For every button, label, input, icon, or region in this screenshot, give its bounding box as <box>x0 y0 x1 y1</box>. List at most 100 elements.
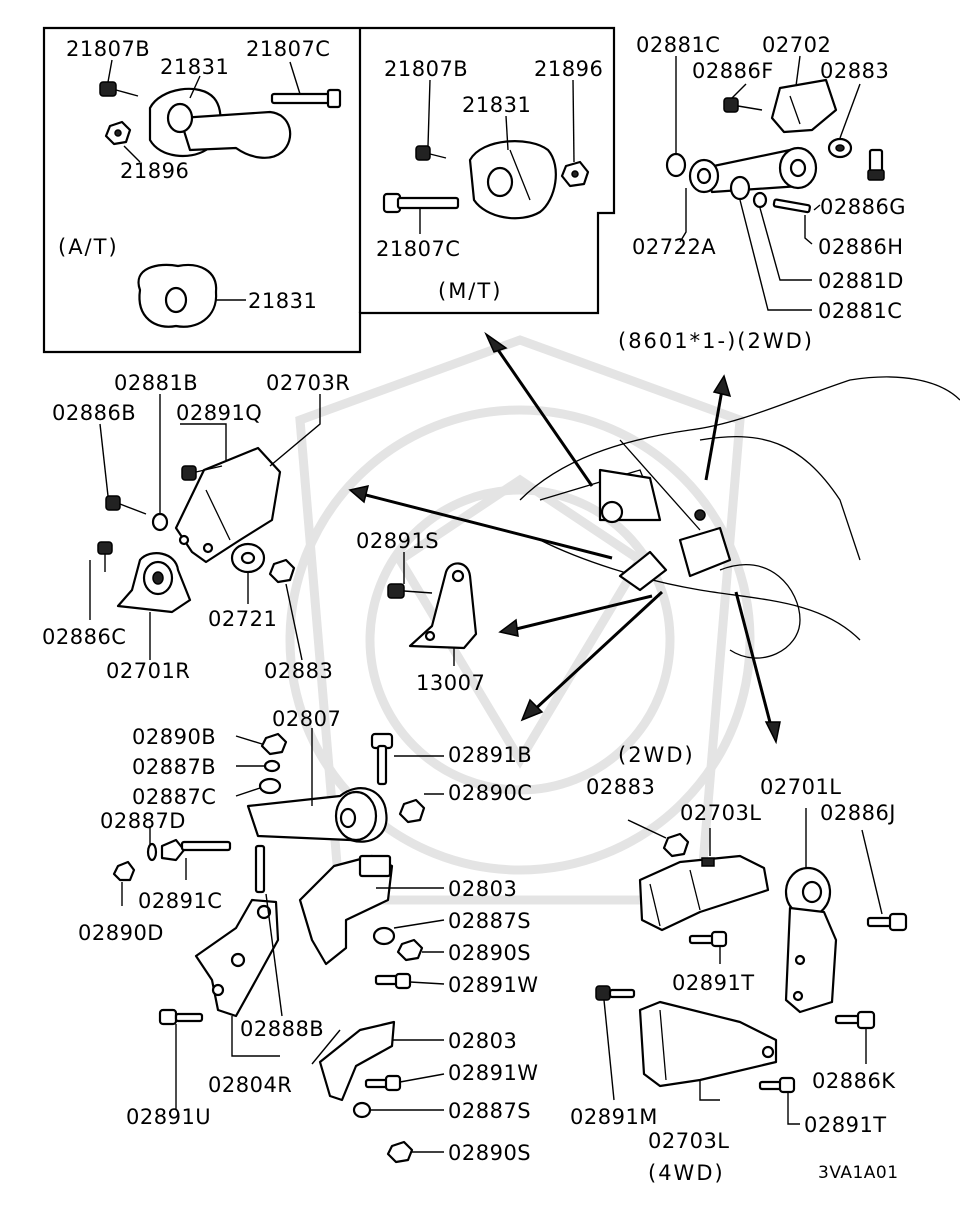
insulator-02701l <box>784 866 838 1014</box>
nut-21896-mt <box>560 160 590 188</box>
washer-02881c <box>665 152 687 178</box>
bracket-02803-b <box>318 1020 396 1102</box>
bolt-21807c-mt <box>382 192 460 214</box>
at-mount-assembly <box>99 59 342 328</box>
bolt-02886k <box>834 1010 876 1030</box>
label-02807: 02807 <box>272 707 341 731</box>
label-21831-mt: 21831 <box>462 93 531 117</box>
insulator-02701r <box>116 552 192 614</box>
nut-02890b <box>260 732 288 756</box>
label-02703r: 02703R <box>266 371 350 395</box>
diagram-code: 3VA1A01 <box>818 1163 899 1183</box>
label-02890s-b: 02890S <box>448 1141 531 1165</box>
bolt-02886f <box>723 97 763 113</box>
label-02881c-upper-b: 02881C <box>818 299 902 323</box>
label-02886j: 02886J <box>820 801 896 825</box>
direction-arrows <box>348 331 781 745</box>
label-02891s: 02891S <box>356 529 439 553</box>
washer-02881c-b <box>729 175 751 201</box>
label-02883-upper: 02883 <box>820 59 889 83</box>
label-21807b-at: 21807B <box>66 37 150 61</box>
insulator-21831-at <box>148 87 292 159</box>
caption-2wd-lower: (2WD) <box>618 743 695 767</box>
bolt-02886h <box>772 198 812 214</box>
washer-02887b <box>263 759 281 773</box>
label-02887d: 02887D <box>100 809 186 833</box>
label-02890b: 02890B <box>132 725 216 749</box>
mt-mount-assembly <box>382 79 590 234</box>
label-02702: 02702 <box>762 33 831 57</box>
nut-02883-right <box>662 832 690 858</box>
label-02881d: 02881D <box>818 269 904 293</box>
caption-4wd: (4WD) <box>648 1161 725 1185</box>
label-02891w: 02891W <box>448 973 539 997</box>
bolt-02886g <box>867 148 885 181</box>
bolt-02891c <box>160 838 232 862</box>
bushing-02722a <box>688 158 720 194</box>
label-02886c: 02886C <box>42 625 126 649</box>
label-02891q: 02891Q <box>176 401 262 425</box>
bolt-21807b-at <box>99 81 139 97</box>
bolt-02886j <box>866 912 908 932</box>
label-02721: 02721 <box>208 607 277 631</box>
washer-02881b <box>151 512 169 532</box>
label-02891m: 02891M <box>570 1105 658 1129</box>
nut-02890s-b <box>386 1140 414 1164</box>
nut-02890c <box>398 798 426 824</box>
bracket-02804r <box>194 898 280 1018</box>
insulator-02807 <box>246 787 388 843</box>
label-02891t: 02891T <box>672 971 755 995</box>
label-02890s: 02890S <box>448 941 531 965</box>
bolt-02891w-b <box>364 1074 402 1092</box>
label-02888b: 02888B <box>240 1017 324 1041</box>
label-02886g: 02886G <box>820 195 906 219</box>
bolt-21807c-at <box>270 88 342 109</box>
label-02891u: 02891U <box>126 1105 211 1129</box>
bolt-02891q <box>181 465 223 481</box>
label-21807c-at: 21807C <box>246 37 330 61</box>
bolt-21807b-mt <box>415 145 447 161</box>
bracket-13007-assembly <box>387 552 478 666</box>
label-13007: 13007 <box>416 671 485 695</box>
bottom-left-mount-assembly <box>112 728 445 1164</box>
label-02887s: 02887S <box>448 909 531 933</box>
label-02703l-2wd: 02703L <box>680 801 762 825</box>
left-mount-assembly <box>89 394 321 661</box>
label-21807b-mt: 21807B <box>384 57 468 81</box>
bracket-02703l-2wd <box>638 854 770 932</box>
label-02890d: 02890D <box>78 921 164 945</box>
label-02886k: 02886K <box>812 1069 896 1093</box>
nut-02890d <box>112 860 136 882</box>
bolt-02891b <box>370 732 394 786</box>
washer-02721 <box>230 542 266 574</box>
label-02887b: 02887B <box>132 755 216 779</box>
bolt-02891t <box>688 930 728 948</box>
label-02891c: 02891C <box>138 889 222 913</box>
bolt-02891s <box>387 583 433 599</box>
washer-02887s <box>372 926 396 946</box>
bracket-02702 <box>770 78 838 134</box>
label-02890c: 02890C <box>448 781 532 805</box>
label-02891w-b: 02891W <box>448 1061 539 1085</box>
label-02701r: 02701R <box>106 659 190 683</box>
label-02881c-upper: 02881C <box>636 33 720 57</box>
label-02804r: 02804R <box>208 1073 292 1097</box>
rod-insulator <box>702 146 818 194</box>
washer-02881d <box>752 191 768 209</box>
upper-right-mount-assembly <box>665 55 885 311</box>
bracket-02703r <box>174 446 282 564</box>
bolt-02886b <box>105 495 147 515</box>
label-02883-left: 02883 <box>264 659 333 683</box>
nut-02883-left <box>268 558 296 584</box>
label-02883-right: 02883 <box>586 775 655 799</box>
nut-21896-at <box>104 120 132 146</box>
nut-02890s <box>396 938 424 962</box>
bracket-02803 <box>298 854 394 966</box>
label-21831-at-b: 21831 <box>248 289 317 313</box>
label-21807c-mt: 21807C <box>376 237 460 261</box>
caption-at: (A/T) <box>58 235 119 259</box>
label-02891t-b: 02891T <box>804 1113 887 1137</box>
label-02891b: 02891B <box>448 743 532 767</box>
bracket-13007 <box>408 562 478 650</box>
